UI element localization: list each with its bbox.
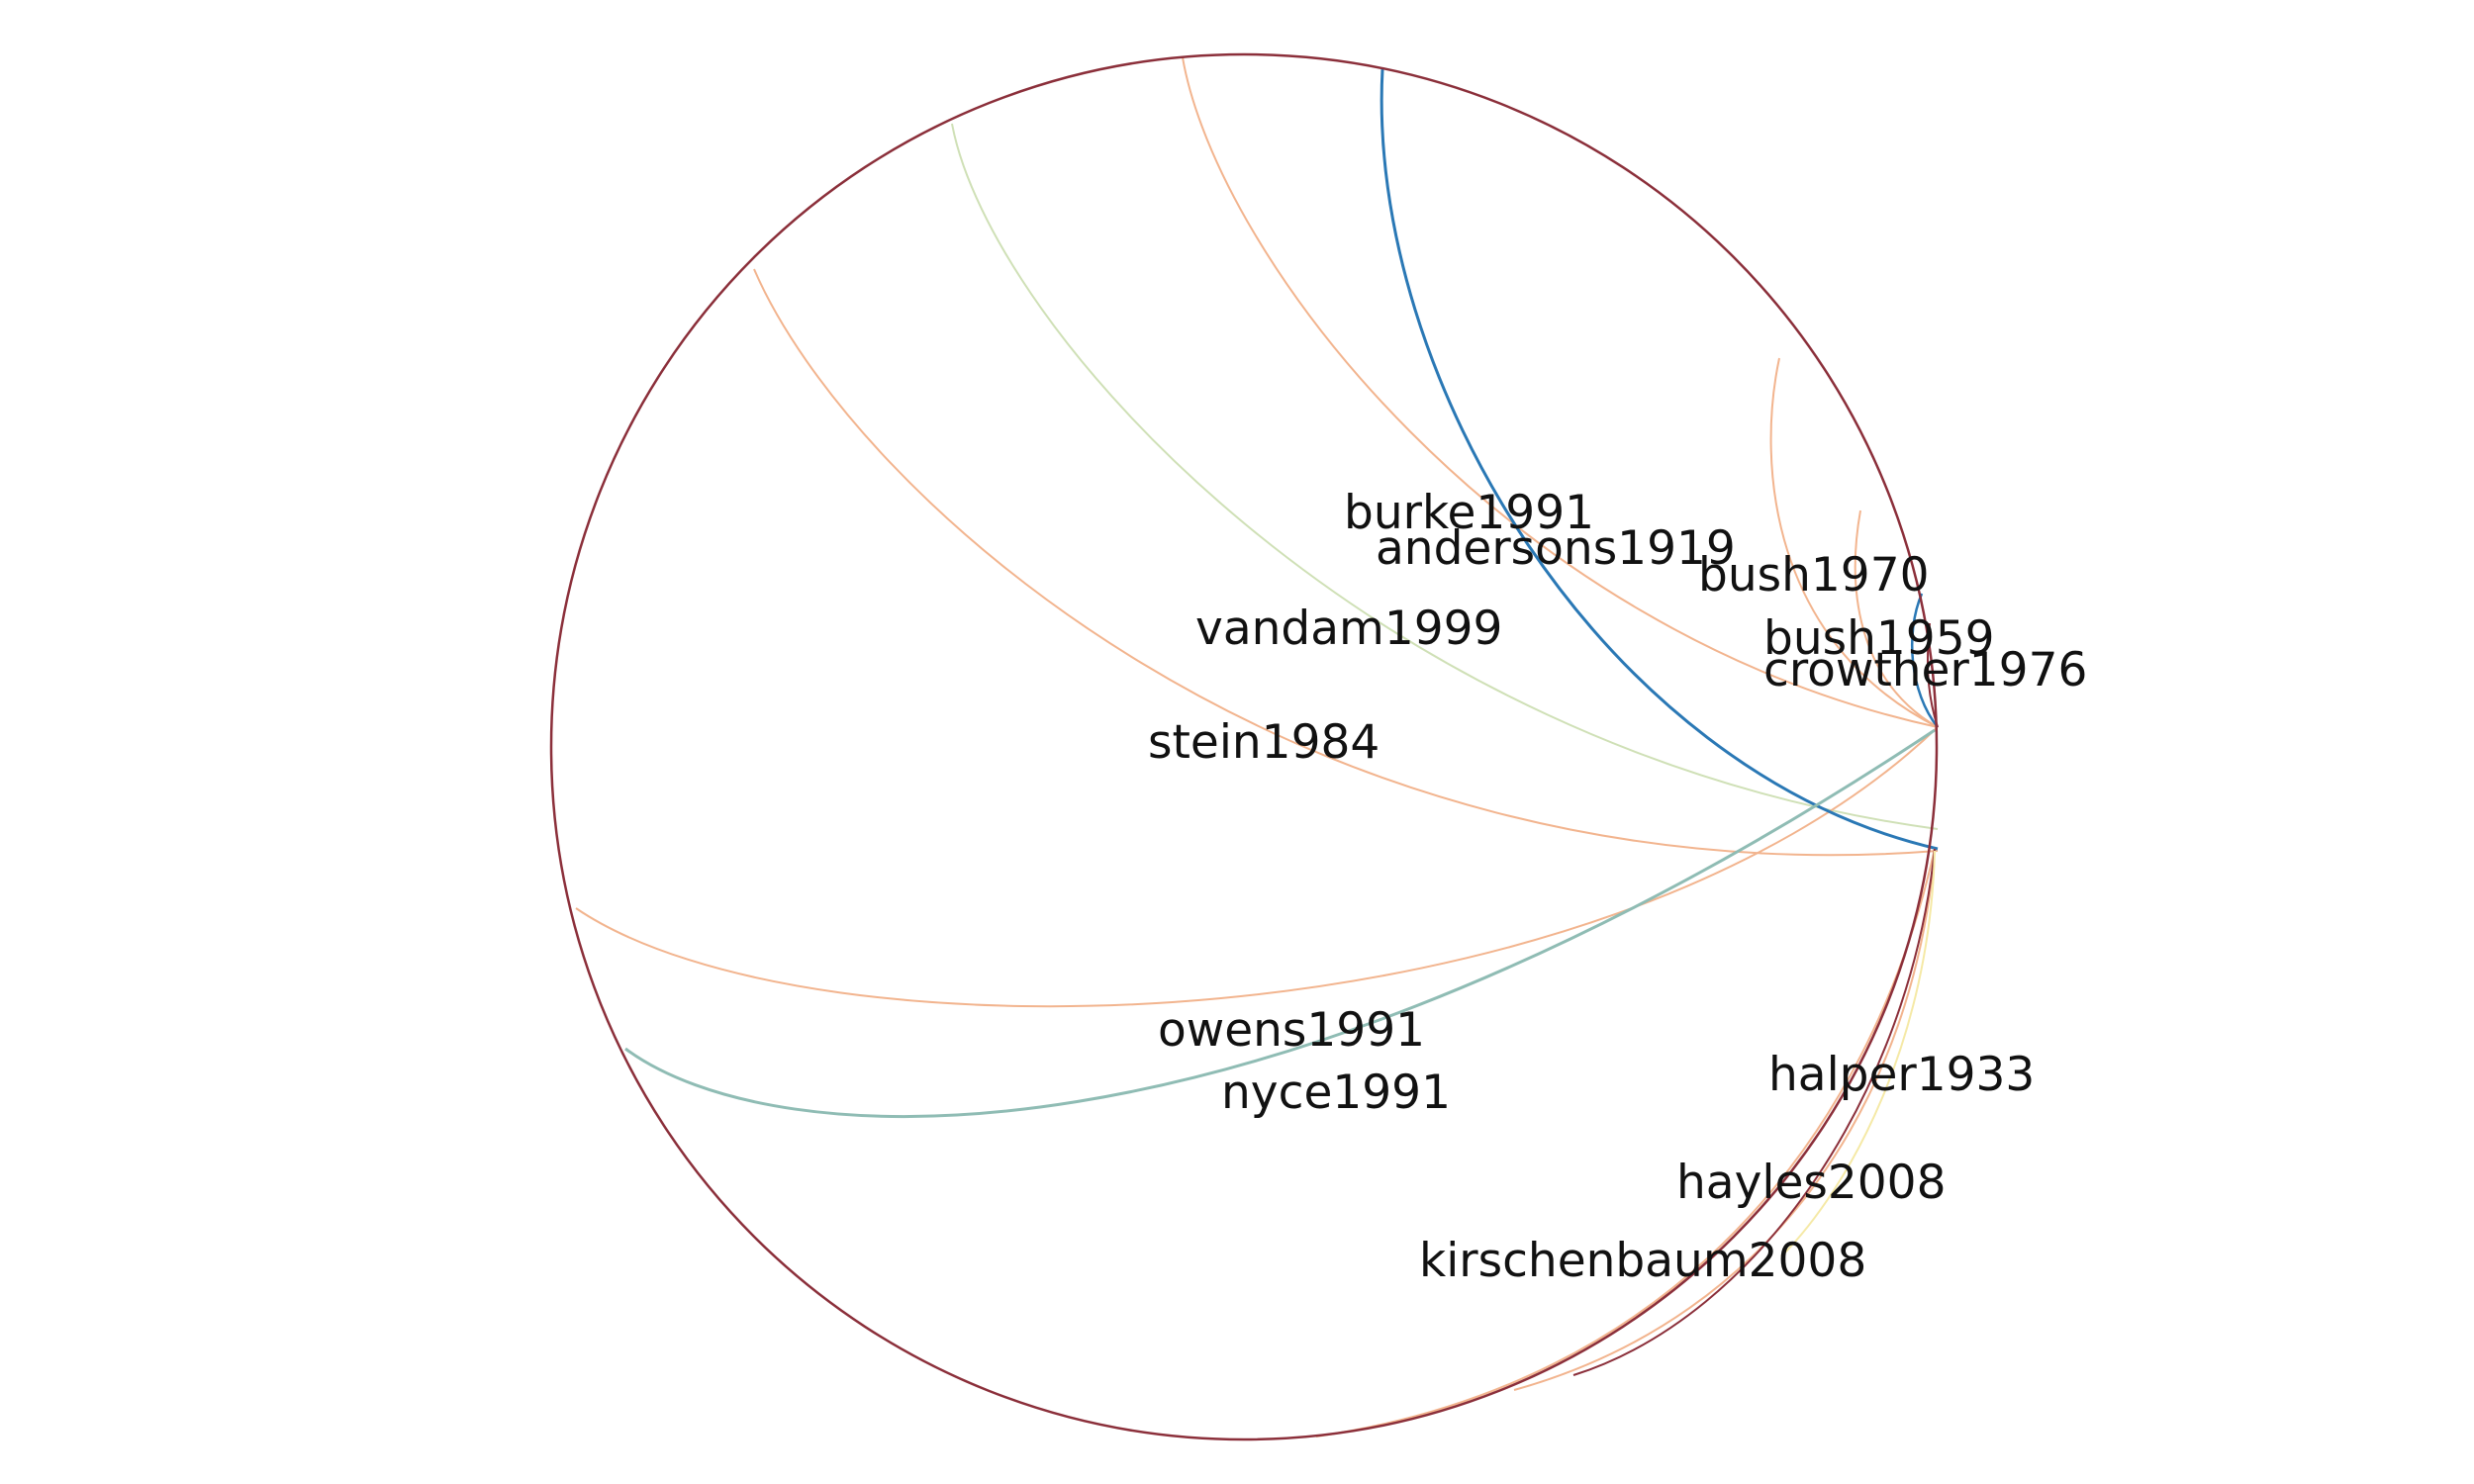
arc-link [951, 123, 1939, 830]
arc-link [1513, 850, 1936, 1391]
arc-link [1780, 850, 1936, 1257]
label-nyce1991: nyce1991 [1221, 1066, 1451, 1120]
label-kirschenbaum2008: kirschenbaum2008 [1419, 1234, 1866, 1288]
label-bush1959: bush1959 [1763, 611, 1995, 666]
label-hayles2008: hayles2008 [1676, 1156, 1946, 1210]
arc-link [575, 726, 1939, 1008]
label-stein1984: stein1984 [1148, 715, 1380, 770]
arc-link [1854, 510, 1939, 728]
label-crowther1976: crowther1976 [1763, 643, 2087, 697]
label-burke1991: burke1991 [1344, 486, 1594, 540]
arc-link-burke1991 [1380, 68, 1939, 851]
label-bush1970: bush1970 [1698, 548, 1930, 603]
arc-link [753, 268, 1939, 857]
label-andersons1919: andersons1919 [1376, 521, 1736, 576]
node-labels: burke1991 andersons1919 bush1970 vandam1… [1148, 486, 2087, 1288]
label-vandam1999: vandam1999 [1195, 602, 1502, 656]
label-halper1933: halper1933 [1768, 1048, 2035, 1102]
arc-link [1182, 56, 1939, 728]
label-owens1991: owens1991 [1158, 1003, 1425, 1058]
arc-link-nyce1991 [624, 728, 1936, 1118]
arc-link [1910, 593, 1939, 728]
arc-link [1769, 357, 1939, 728]
outer-circle [549, 52, 1939, 1441]
arc-link [1572, 848, 1936, 1376]
